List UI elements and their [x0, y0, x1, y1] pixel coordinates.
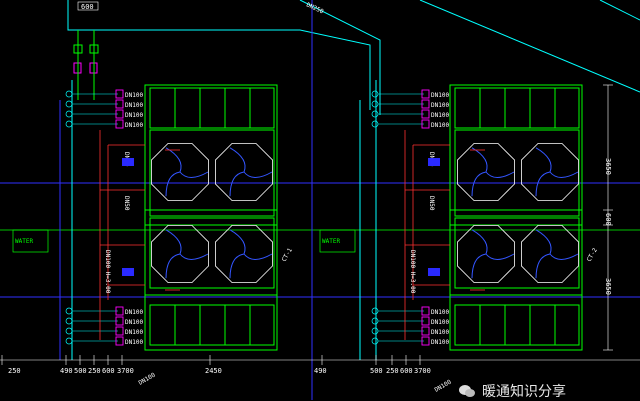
- red-dn-label: DN50: [123, 196, 130, 211]
- pipe-top-edge: [419, 0, 640, 93]
- right-dim-1: 3650: [604, 158, 612, 175]
- red-dn-label: DN50: [428, 196, 435, 211]
- fan-icon: [214, 224, 274, 284]
- valve-bottom-left: DN100: [65, 326, 143, 336]
- bottom-dim-value: 500: [74, 367, 87, 375]
- bottom-dim-value: 250: [386, 367, 399, 375]
- bottom-dim-value: 3700: [117, 367, 134, 375]
- valve-bottom-right: DN100: [371, 316, 449, 326]
- unit-code-right: CT-2: [586, 247, 599, 263]
- valve-label: DN100: [125, 112, 143, 119]
- valve-label: DN100: [431, 92, 449, 99]
- valve-top-right: DN100: [371, 99, 449, 109]
- valve-label: DN100: [125, 319, 143, 326]
- side-label-right: WATER: [322, 238, 340, 245]
- bottom-dim-value: 250: [8, 367, 21, 375]
- valve-top-left: DN100: [65, 109, 143, 119]
- unit-right: [449, 84, 583, 351]
- valve-bottom-left: DN100: [65, 316, 143, 326]
- valve-label: DN100: [125, 92, 143, 99]
- fan-icon: [150, 142, 210, 202]
- valve-bottom-right: DN100: [371, 306, 449, 316]
- valve-top-right: DN100: [371, 119, 449, 129]
- bottom-dim-value: 490: [60, 367, 73, 375]
- unit-left: [144, 84, 278, 351]
- bottom-dn-label: DN100: [138, 371, 157, 386]
- watermark-text: 暖通知识分享: [482, 384, 566, 400]
- bottom-dim-value: 490: [314, 367, 327, 375]
- valve-label: DN100: [431, 112, 449, 119]
- valve-bottom-right: DN100: [371, 326, 449, 336]
- valve-top-left: DN100: [65, 119, 143, 129]
- valve-top-right: DN100: [371, 109, 449, 119]
- valve-bottom-left: DN100: [65, 306, 143, 316]
- vertical-tag-left: DN100 H=3.00: [104, 250, 111, 294]
- red-piping: [99, 130, 485, 340]
- valve-label: DN100: [125, 329, 143, 336]
- bottom-dim-value: 600: [400, 367, 413, 375]
- valve-label: DN100: [431, 329, 449, 336]
- vertical-tag-right: DN100 H=3.00: [409, 250, 416, 294]
- valve-label: DN100: [431, 339, 449, 346]
- side-green-labels: WATER WATER: [12, 229, 356, 253]
- valve-label: DN100: [431, 319, 449, 326]
- pipe-diagonal-left: [67, 0, 371, 110]
- unit-code-left: CT-1: [281, 247, 294, 263]
- valve-bottom-left: DN100: [65, 336, 143, 346]
- valve-label: DN100: [431, 102, 449, 109]
- valve-bottom-right: DN100: [371, 336, 449, 346]
- fan-icon: [521, 142, 579, 202]
- valve-label: DN100: [125, 339, 143, 346]
- top-dim-label: 600: [81, 3, 94, 11]
- right-dim-2: 600: [604, 213, 612, 226]
- fan-group: [150, 142, 579, 284]
- bottom-dn-label-2: DN100: [434, 378, 453, 393]
- valve-label: DN100: [125, 102, 143, 109]
- wechat-icon: [459, 385, 475, 397]
- bottom-dim-value: 3700: [414, 367, 431, 375]
- right-dim-3: 3650: [604, 278, 612, 295]
- valve-top-right: DN100: [371, 89, 449, 99]
- valve-top-left: DN100: [65, 99, 143, 109]
- pipe-diagonal-right: [299, 0, 381, 115]
- valve-label: DN100: [125, 309, 143, 316]
- fan-icon: [214, 142, 274, 202]
- right-dimension-line: [603, 84, 613, 351]
- top-fittings: [73, 30, 99, 100]
- valve-label: DN100: [431, 122, 449, 129]
- bottom-dim-value: 600: [102, 367, 115, 375]
- valve-label: DN100: [431, 309, 449, 316]
- blue-fittings: [122, 158, 440, 276]
- fan-icon: [521, 224, 579, 284]
- pipe-dn250-label: DN250: [305, 1, 325, 15]
- bottom-dim-value: 2450: [205, 367, 222, 375]
- fan-icon: [456, 224, 515, 284]
- fan-icon: [150, 224, 210, 284]
- bottom-dim-value: 250: [88, 367, 101, 375]
- fan-icon: [456, 142, 515, 202]
- bottom-dim-value: 500: [370, 367, 383, 375]
- valve-top-left: DN100: [65, 89, 143, 99]
- valve-label: DN100: [125, 122, 143, 129]
- side-label-left: WATER: [15, 238, 33, 245]
- watermark: 暖通知识分享: [458, 382, 566, 400]
